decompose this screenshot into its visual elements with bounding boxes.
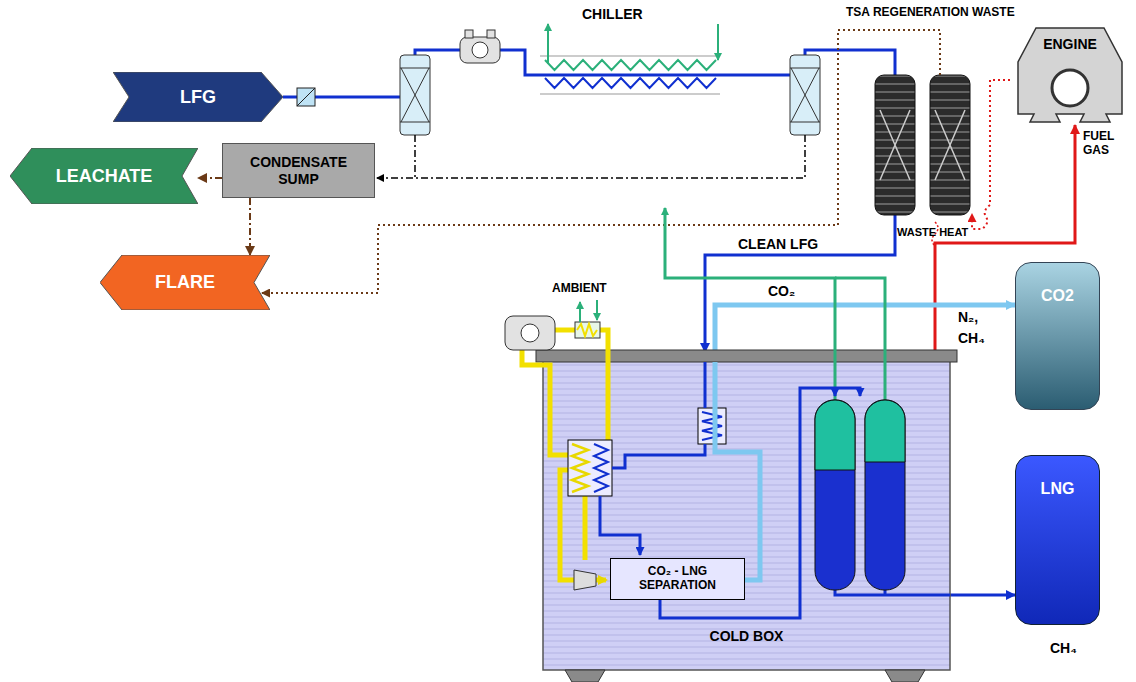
coolant-in [717,24,719,60]
waste-heat-line [972,80,1010,229]
engine-block [1018,28,1122,122]
node-label: CO₂ - LNG SEPARATION [615,565,740,593]
separation-box: CO₂ - LNG SEPARATION [610,558,745,600]
refrigerant-line [596,578,606,583]
refrigerant-line [600,330,608,440]
co2-line [835,278,885,402]
source-chevron: LFG [113,72,283,122]
stream-label: N₂, [958,309,978,325]
cold-box-leg [885,670,925,682]
node-label: LFG [180,87,216,108]
vessel-co2-layer [865,400,905,462]
vessel-body [400,55,430,135]
compressor-body [460,37,500,63]
filter-symbol [297,88,315,106]
feed-gas-line [612,362,705,468]
refrigerant-coil [545,60,716,70]
vessel-body [865,400,905,590]
ambient-cooler [575,322,600,338]
refrigerant-line [583,496,588,560]
bed-packing [880,110,965,180]
node-label: LEACHATE [56,166,153,187]
flow-line [715,305,1015,352]
chevron-shape [10,148,198,204]
cold-box: COLD BOX CO₂ - LNG SEPARATION [543,352,950,670]
knockout-vessel [400,55,430,135]
ambient-air-out [579,302,581,322]
refrigerant-compressor [505,316,555,350]
stream-label: CH₄ [958,330,985,346]
cold-box-housing [543,358,950,670]
node-label: FLARE [155,272,215,293]
exchanger-coil [572,444,588,492]
vessel-body [815,400,855,590]
cooler-coil [577,324,597,336]
ambient-air-in [596,300,598,320]
node-label: COLD BOX [710,628,784,644]
feed-gas-line [600,496,640,555]
refrigerant-line [522,350,568,455]
chiller-exchanger [540,24,720,94]
stream-label: CLEAN LFG [738,236,818,252]
tsa-adsorbers [875,75,970,215]
stream-label: FUEL GAS [1083,130,1129,158]
engine-symbol: ENGINE [1010,22,1130,125]
exchanger-coil [594,444,608,492]
node-label: CO2 [1041,287,1074,305]
cold-box-leg [565,670,605,682]
condensate-drain [415,135,805,178]
flow-line [950,594,1015,597]
co2-freeze-vessels [815,400,905,590]
expander-symbol [574,570,596,590]
outlet-chevron: FLARE [100,255,270,310]
stream-label: WASTE HEAT [897,226,968,239]
node-label: LNG [1041,480,1075,498]
chevron-shape [113,72,283,122]
compressor-cylinder [487,30,495,38]
refrigerant-line [555,328,575,333]
cold-box-lid [536,350,957,362]
chiller-shell [540,94,720,95]
flow-line [198,177,222,179]
separator-outlet-line [834,388,837,396]
sump-box: CONDENSATE SUMP [222,143,375,198]
engine-flywheel [1052,70,1088,106]
gas-coil [545,78,716,88]
outlet-chevron: LEACHATE [10,148,198,204]
vent-gas-line [715,362,760,580]
knockout-vessel [790,55,820,135]
compressor-symbol [460,30,500,63]
stream-label: CH₄ [1050,640,1077,656]
chiller-shell [540,56,720,57]
vessel-packing [790,68,820,122]
compressor-wheel [521,324,539,342]
node-label: CONDENSATE SUMP [239,154,359,186]
equipment-label: CHILLER [582,6,643,22]
main-heat-exchanger [568,440,612,496]
chevron-shape [100,255,270,310]
stream-label: CO₂ [768,283,795,299]
coolant-out [547,24,549,64]
node-label: ENGINE [1043,36,1097,52]
exchanger-coil [702,412,722,440]
feed-heat-exchanger [698,408,726,444]
stream-label: AMBIENT [552,282,607,296]
filter-symbol [297,88,315,106]
condensate-drain [377,135,415,178]
storage-tank: LNG [1015,455,1100,625]
co2-line [665,208,835,402]
compressor-wheel [472,42,488,58]
vessel-body [790,55,820,135]
vessel-co2-layer [815,400,855,470]
stream-label: TSA REGENERATION WASTE [846,6,1015,20]
storage-tank: CO2 [1015,262,1100,410]
vessel-packing [400,68,430,122]
compressor-cylinder [465,30,473,38]
flow-line [249,198,251,255]
